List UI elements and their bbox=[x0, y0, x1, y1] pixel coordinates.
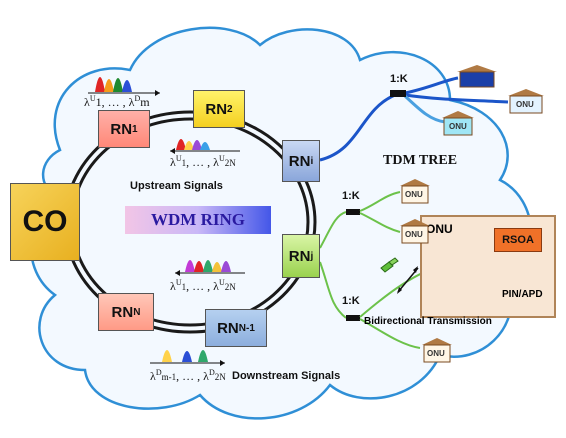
lambda-label-top: λU1, … , λDm bbox=[84, 94, 150, 109]
pulses-top bbox=[88, 77, 160, 96]
tdm-tree-label: TDM TREE bbox=[383, 153, 458, 168]
onu-house-4-label: ONU bbox=[405, 190, 423, 199]
laser-pulse-icon bbox=[380, 261, 394, 273]
house-icon bbox=[508, 89, 544, 114]
onu-house-1 bbox=[455, 64, 499, 93]
fiber-splitter-onu3 bbox=[403, 94, 446, 124]
remote-node-2-index: 2 bbox=[227, 103, 233, 115]
fiber-rni-splitter bbox=[319, 93, 396, 162]
wdm-ring-label: WDM RING bbox=[125, 206, 271, 234]
pulses-downstream bbox=[150, 350, 225, 366]
house-icon bbox=[457, 65, 497, 88]
splitter-top bbox=[390, 90, 406, 97]
onu-house-2: ONU bbox=[506, 88, 546, 119]
remote-node-2-label: RN bbox=[205, 100, 228, 118]
onu-house-6: ONU bbox=[420, 337, 454, 368]
remote-node-j-index: j bbox=[310, 250, 314, 262]
remote-node-j-label: RN bbox=[288, 247, 311, 265]
pulses-lower-ring bbox=[175, 260, 245, 276]
splitter-ratio-mid: 1:K bbox=[342, 190, 360, 202]
upstream-signals-label: Upstream Signals bbox=[130, 180, 223, 192]
fiber-mid-onu-b bbox=[359, 212, 401, 233]
onu-house-4: ONU bbox=[398, 178, 432, 209]
bidirectional-arrow bbox=[397, 267, 419, 293]
onu-house-3-label: ONU bbox=[449, 122, 467, 131]
onu-detail-title: ONU bbox=[426, 222, 453, 236]
laser-pulse-icon-2 bbox=[388, 257, 399, 266]
pin-apd-label: PIN/APD bbox=[502, 289, 543, 300]
onu-house-2-label: ONU bbox=[516, 100, 534, 109]
onu-house-5-label: ONU bbox=[405, 230, 423, 239]
remote-node-1-index: 1 bbox=[132, 123, 138, 135]
splitter-mid bbox=[346, 209, 360, 215]
fiber-rnj-splitter-mid bbox=[319, 211, 347, 249]
bidirectional-arrowhead-up bbox=[413, 266, 418, 273]
lambda-label-downstream: λDm-1, … , λD2N bbox=[150, 368, 226, 383]
downstream-signals-label: Downstream Signals bbox=[232, 370, 341, 382]
remote-node-1-label: RN bbox=[110, 120, 133, 138]
remote-node-n-label: RN bbox=[111, 303, 134, 321]
remote-node-i-index: i bbox=[310, 155, 314, 167]
house-icon bbox=[400, 219, 430, 244]
fiber-low-onu-c bbox=[359, 318, 421, 349]
bidirectional-arrowhead-down bbox=[397, 287, 402, 294]
house-icon bbox=[422, 338, 452, 363]
fiber-rnj-splitter-low bbox=[319, 261, 347, 319]
onu-house-5: ONU bbox=[398, 218, 432, 249]
fiber-splitter-onu1 bbox=[404, 76, 459, 95]
onu-house-3: ONU bbox=[440, 110, 476, 141]
central-office: CO bbox=[10, 183, 80, 261]
bidirectional-transmission-label: Bidirectional Transmission bbox=[364, 316, 492, 327]
remote-node-n-index: N bbox=[133, 306, 141, 318]
splitter-ratio-low: 1:K bbox=[342, 295, 360, 307]
splitter-low bbox=[346, 315, 360, 321]
splitter-ratio-top: 1:K bbox=[390, 73, 408, 85]
onu-house-6-label: ONU bbox=[427, 349, 445, 358]
remote-node-i-label: RN bbox=[288, 152, 311, 170]
house-icon bbox=[400, 179, 430, 204]
house-icon bbox=[442, 111, 474, 136]
remote-node-n-minus-1-index: N-1 bbox=[238, 322, 255, 334]
rsoa-block: RSOA bbox=[494, 228, 542, 252]
remote-node-n-minus-1-label: RN bbox=[217, 319, 239, 337]
fiber-mid-onu-a bbox=[359, 191, 401, 212]
pulses-upstream bbox=[170, 139, 240, 154]
fiber-splitter-onu2 bbox=[404, 93, 509, 104]
